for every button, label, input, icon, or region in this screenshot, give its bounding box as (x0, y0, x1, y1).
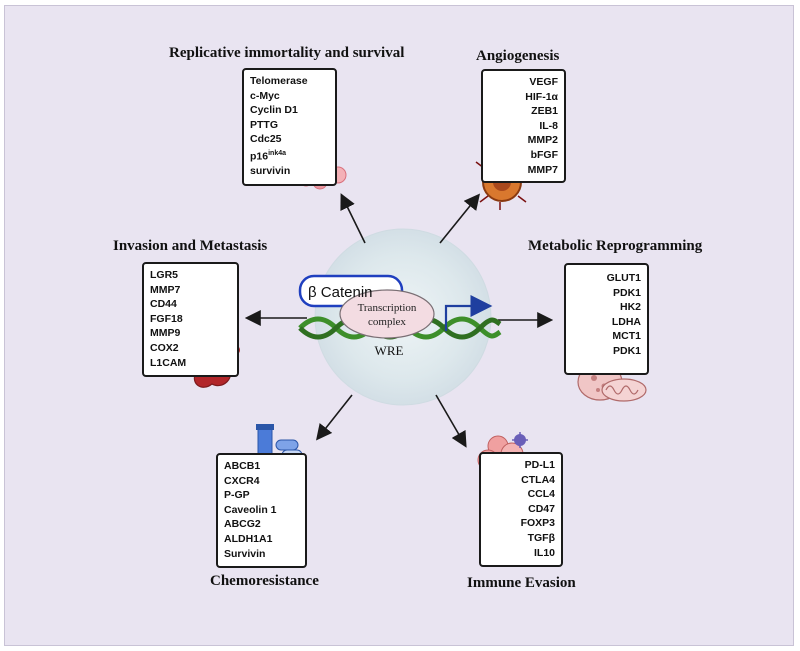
gene-item: ABCG2 (224, 518, 261, 531)
gene-item: PD-L1 (524, 459, 555, 471)
complex-label-line1: Transcription (358, 302, 417, 314)
gene-item: HIF-1α (525, 90, 558, 103)
metabolic-title: Metabolic Reprogramming (528, 238, 703, 254)
gene-item: MMP7 (150, 283, 181, 296)
gene-item: PTTG (250, 118, 278, 131)
gene-item: Telomerase (250, 75, 308, 87)
gene-item: CXCR4 (224, 474, 260, 487)
gene-item: Cyclin D1 (250, 104, 298, 117)
transcription-start-arrow (444, 295, 493, 331)
drug-vial-pills-icon (256, 424, 303, 461)
chemoresistance-gene-box: ABCB1 CXCR4 P-GP Caveolin 1 ABCG2 ALDH1A… (216, 453, 307, 568)
immune-evasion-gene-box: PD-L1 CTLA4 CCL4 CD47 FOXP3 TGFβ IL10 (479, 452, 563, 567)
gene-superscript: ink4a (268, 149, 286, 157)
gene-item: TGFβ (527, 531, 555, 544)
gene-item: PDK1 (612, 286, 641, 299)
gene-item: VEGF (529, 76, 558, 88)
gene-item: IL10 (533, 546, 555, 559)
immune-evasion-title: Immune Evasion (467, 575, 576, 591)
gene-item-p16: p16ink4a (250, 147, 329, 164)
gene-item: ABCB1 (224, 460, 261, 472)
gene-item: P-GP (224, 489, 250, 502)
replicative-gene-box: Telomerase c-Myc Cyclin D1 PTTG Cdc25 p1… (242, 68, 337, 186)
gene-item: CCL4 (527, 488, 555, 501)
gene-item: FGF18 (150, 312, 183, 325)
gene-item: L1CAM (150, 356, 187, 369)
gene-item: MMP2 (527, 134, 558, 147)
gene-item: IL-8 (539, 119, 558, 132)
gene-item: FOXP3 (520, 517, 555, 530)
gene-item: PDK1 (612, 344, 641, 357)
gene-item: GLUT1 (606, 272, 641, 284)
beta-catenin-label: β Catenin (308, 284, 373, 301)
gene-item: HK2 (619, 301, 641, 314)
arrow-to-chemoresistance (316, 394, 353, 441)
gene-item: ZEB1 (531, 105, 558, 118)
replicative-title: Replicative immortality and survival (169, 45, 405, 61)
arrow-to-immune-evasion (435, 394, 467, 448)
arrow-to-replicative (340, 193, 366, 244)
angiogenesis-title: Angiogenesis (476, 48, 560, 64)
wre-label: WRE (375, 343, 404, 358)
gene-item: CTLA4 (521, 473, 555, 486)
gene-item: Survivin (224, 547, 266, 560)
gene-item: MMP9 (150, 327, 181, 340)
gene-item: Cdc25 (250, 133, 282, 146)
gene-item: c-Myc (250, 89, 280, 102)
gene-item: bFGF (530, 148, 558, 161)
transcription-complex-shape (339, 289, 435, 339)
complex-label-line2: complex (368, 316, 406, 328)
gene-item: p16 (250, 150, 269, 163)
gene-item: COX2 (150, 341, 179, 354)
gene-item: ALDH1A1 (224, 532, 273, 545)
gene-item: MMP7 (527, 163, 558, 176)
chemoresistance-title: Chemoresistance (210, 573, 319, 589)
gene-item: LGR5 (150, 269, 179, 281)
invasion-title: Invasion and Metastasis (113, 238, 268, 254)
gene-item: LDHA (611, 315, 641, 328)
angiogenesis-gene-box: VEGF HIF-1α ZEB1 IL-8 MMP2 bFGF MMP7 (481, 69, 566, 183)
gene-item: MCT1 (612, 330, 641, 343)
gene-item: Caveolin 1 (224, 503, 277, 516)
gene-item: CD47 (528, 502, 555, 515)
metabolic-gene-box: GLUT1 PDK1 HK2 LDHA MCT1 PDK1 (564, 263, 649, 375)
gene-item: CD44 (150, 298, 177, 311)
gene-item: survivin (250, 165, 291, 178)
arrow-to-angiogenesis (439, 193, 481, 244)
invasion-gene-box: LGR5 MMP7 CD44 FGF18 MMP9 COX2 L1CAM (142, 262, 239, 377)
